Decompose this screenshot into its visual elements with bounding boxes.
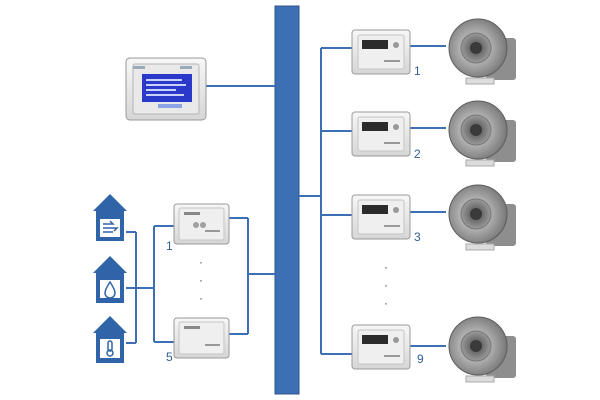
house-sensor-3 (93, 316, 127, 363)
fan-controller-1 (351, 29, 411, 75)
sensor-module-connectors (126, 217, 275, 344)
fan-controller-label-1: 1 (414, 64, 421, 78)
main-controller (125, 57, 207, 121)
sensor-module-1 (173, 203, 230, 245)
fan-1 (448, 18, 516, 85)
temperature-icon (106, 340, 114, 357)
fan-9 (448, 316, 516, 383)
sensor-module-label-1: 1 (166, 239, 173, 253)
svg-text:·: · (384, 260, 388, 274)
central-bus (274, 5, 300, 395)
sensor-module-label-5: 5 (166, 350, 173, 364)
svg-text:·: · (199, 291, 203, 305)
fan-controller-label-9: 9 (417, 352, 424, 366)
fan-controller-2 (351, 111, 411, 157)
house-sensor-2 (93, 256, 127, 303)
fan-2 (448, 100, 516, 167)
fan-controller-ellipsis: · · · (384, 260, 388, 310)
fan-controller-label-3: 3 (414, 230, 421, 244)
fan-controller-3 (351, 194, 411, 240)
svg-text:·: · (199, 255, 203, 269)
svg-text:·: · (384, 278, 388, 292)
fan-controller-label-2: 2 (414, 147, 421, 161)
sensor-module-ellipsis: · · · (199, 255, 203, 305)
fan-3 (448, 184, 516, 251)
svg-text:·: · (384, 296, 388, 310)
sensor-module-5 (173, 317, 230, 359)
house-sensor-1 (93, 194, 127, 241)
airflow-icon (103, 220, 119, 233)
svg-text:·: · (199, 273, 203, 287)
fan-controller-connectors (299, 45, 446, 355)
humidity-icon (104, 280, 116, 299)
fan-controller-9 (351, 324, 411, 370)
